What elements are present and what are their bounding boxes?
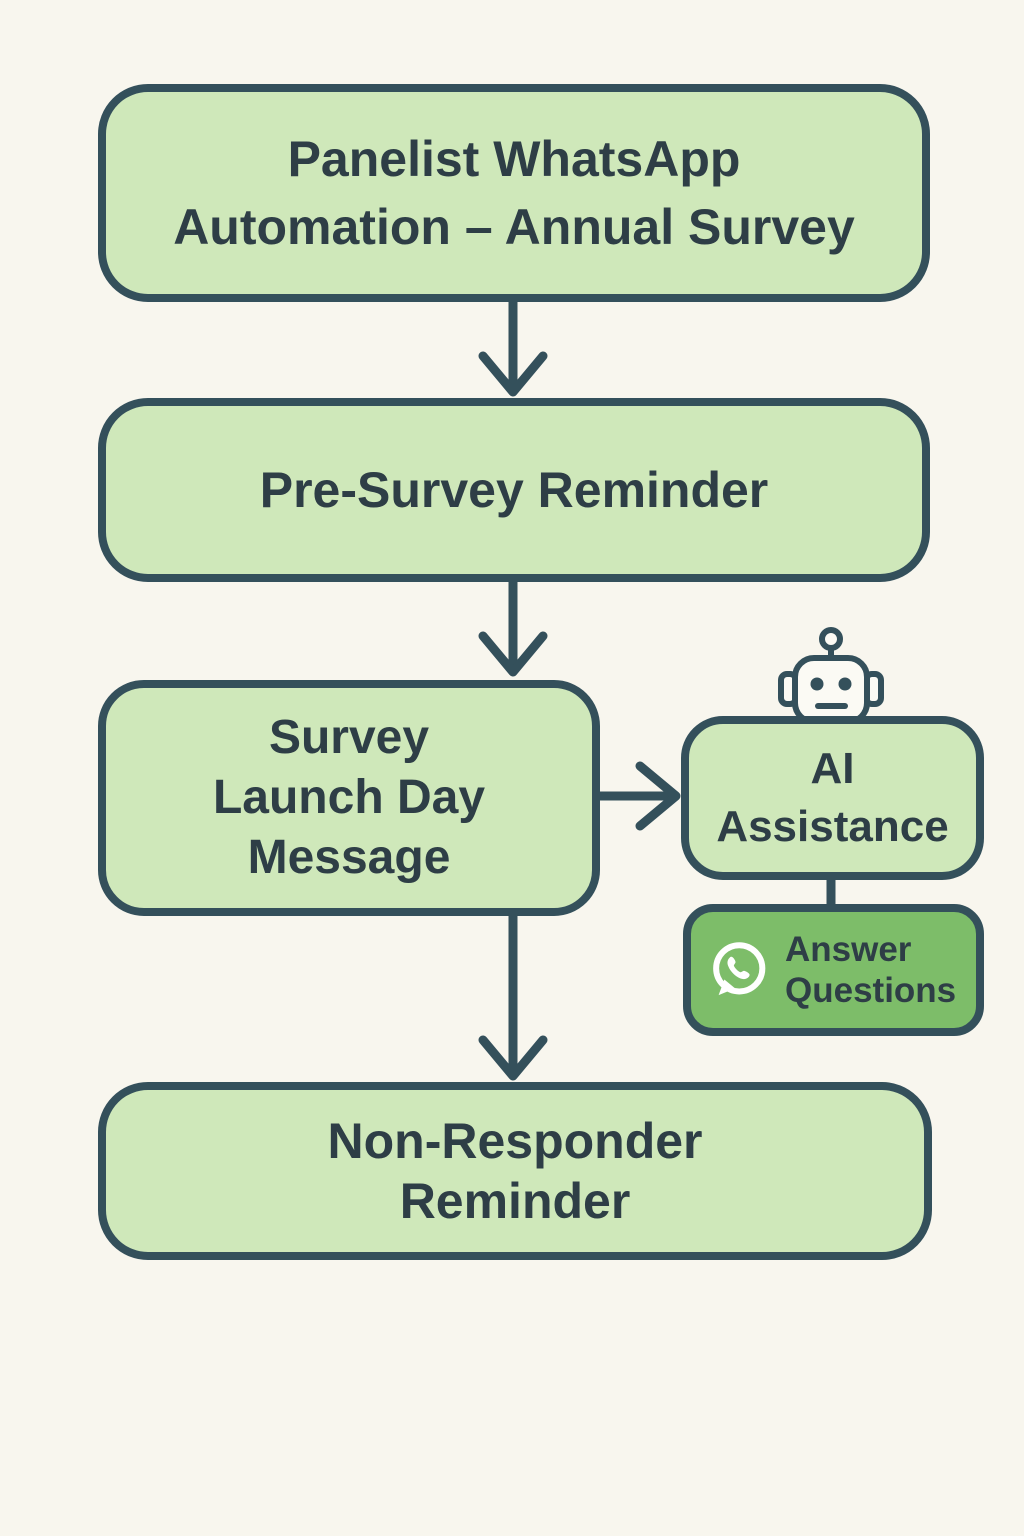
robot-icon (778, 627, 884, 725)
arrow-title-to-presurvey (478, 295, 548, 397)
node-ai-line2: Assistance (716, 802, 949, 851)
node-answer-line2: Questions (785, 971, 957, 1010)
node-title: Panelist WhatsApp Automation – Annual Su… (98, 84, 930, 302)
node-launch-line3: Message (247, 831, 451, 884)
node-survey-launch-day-message: Survey Launch Day Message (98, 680, 600, 916)
node-ai-line1: AI (810, 743, 855, 793)
arrow-launch-to-nonresponder (478, 909, 548, 1081)
node-nonresponder-line2: Reminder (399, 1173, 631, 1229)
node-title-line1: Panelist WhatsApp (287, 131, 741, 187)
node-answer-line1: Answer (785, 929, 912, 969)
node-nonresponder-line1: Non-Responder (327, 1113, 703, 1169)
node-non-responder-reminder: Non-Responder Reminder (98, 1082, 932, 1260)
node-launch-line1: Survey (268, 711, 430, 764)
node-answer-questions: Answer Questions (683, 904, 984, 1036)
node-pre-survey-reminder: Pre-Survey Reminder (98, 398, 930, 582)
node-pre-survey-label: Pre-Survey Reminder (259, 462, 769, 518)
node-ai-assistance: AI Assistance (681, 716, 984, 880)
node-launch-line2: Launch Day (212, 771, 486, 824)
node-title-line2: Automation – Annual Survey (173, 199, 855, 255)
arrow-presurvey-to-launch (478, 575, 548, 677)
arrow-launch-to-ai (595, 761, 681, 831)
whatsapp-icon (713, 942, 766, 996)
